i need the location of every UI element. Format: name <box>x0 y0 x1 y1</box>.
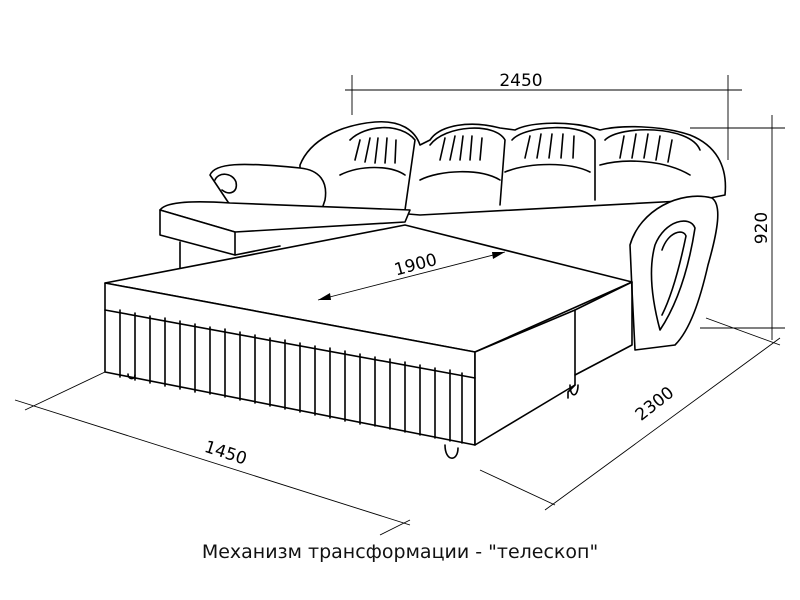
dimension-lines <box>14 75 785 536</box>
bed-frame <box>104 224 633 459</box>
sofa-chaise <box>159 163 411 269</box>
sofa-back <box>299 120 727 216</box>
dim-height: 920 <box>752 212 772 244</box>
dim-depth-open: 2300 <box>632 383 678 425</box>
dim-width-bed: 1450 <box>202 437 249 469</box>
dim-width-total: 2450 <box>499 71 542 91</box>
sofa-right-arm <box>629 195 719 351</box>
caption: Механизм трансформации - "телескоп" <box>201 541 599 563</box>
